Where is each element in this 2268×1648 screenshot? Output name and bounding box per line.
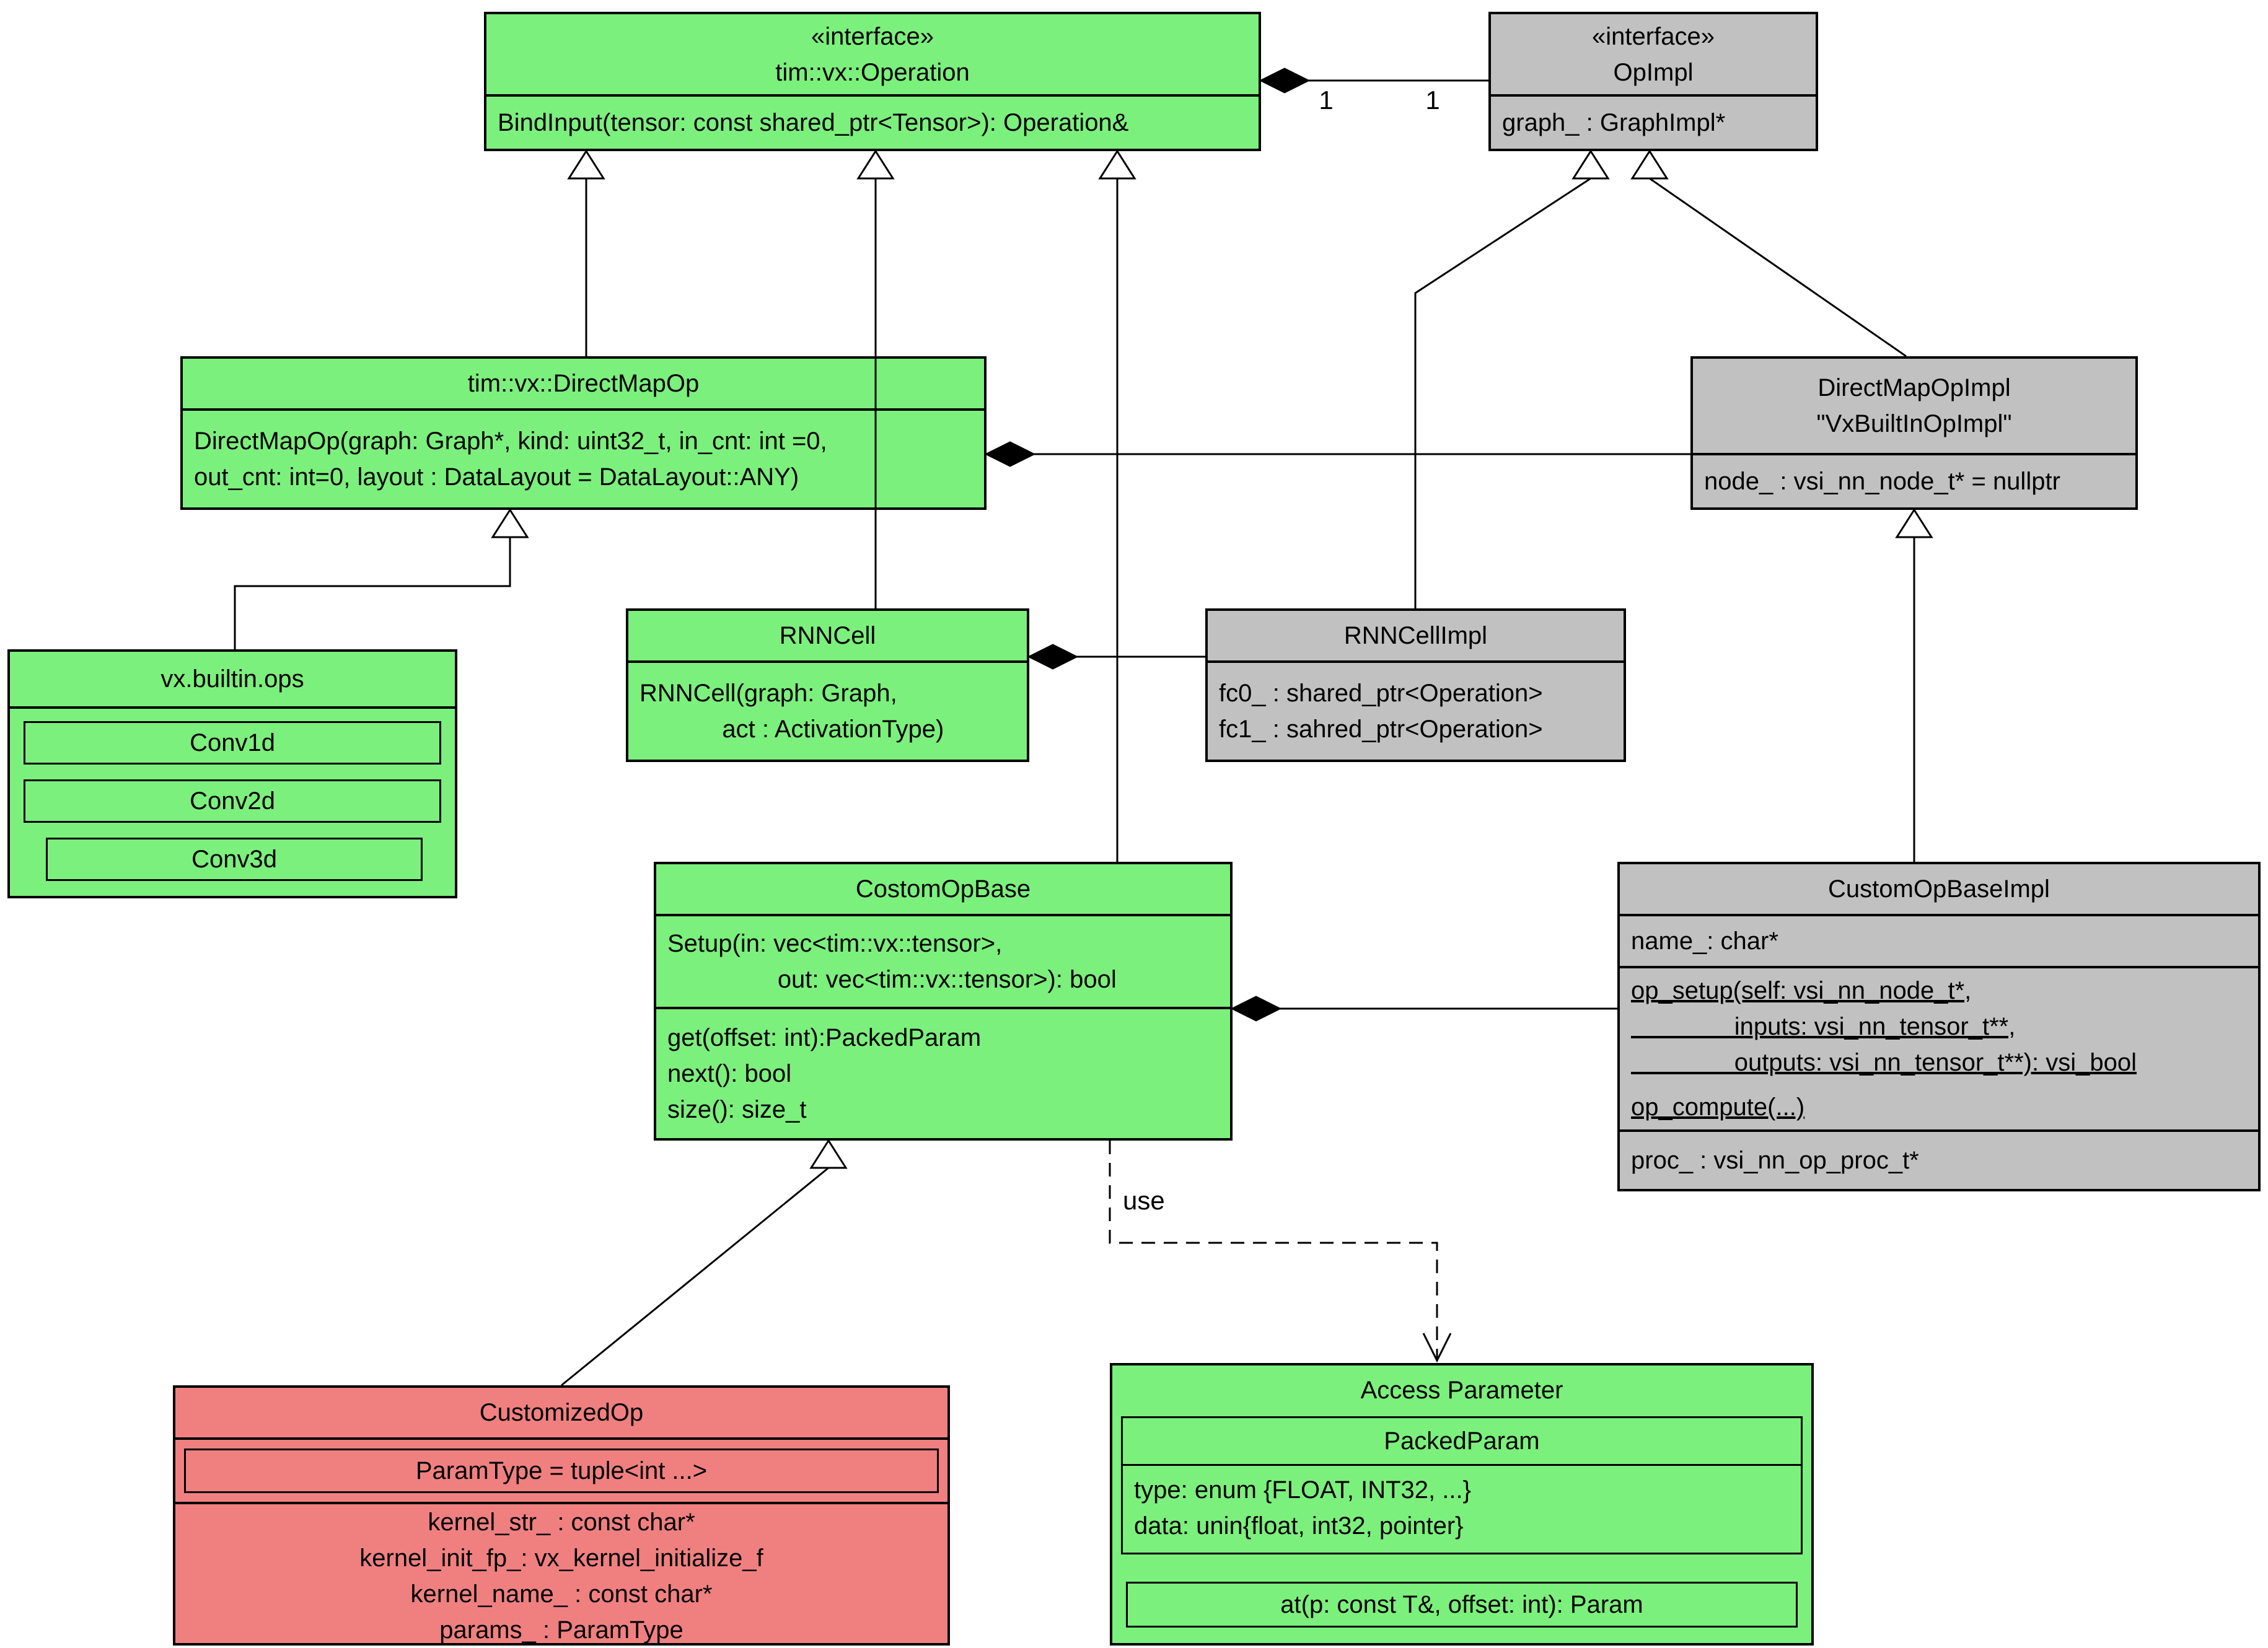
customopbaseimpl-attr-name: name_: char*: [1631, 927, 1778, 955]
use-label: use: [1123, 1186, 1165, 1215]
customizedop-field-params: params_ : ParamType: [439, 1616, 683, 1644]
class-box-customizedop: CustomizedOp ParamType = tuple<int ...> …: [173, 1385, 950, 1646]
multiplicity-label-left: 1: [1319, 85, 1333, 115]
directmapop-name: tim::vx::DirectMapOp: [467, 370, 700, 397]
costomopbase-method-size: size(): size_t: [667, 1096, 807, 1123]
accessparameter-at-box: at(p: const T&, offset: int): Param: [1126, 1582, 1798, 1628]
operation-name: tim::vx::Operation: [775, 58, 970, 86]
rnncell-name: RNNCell: [779, 622, 876, 649]
directmapopimpl-name: DirectMapOpImpl: [1817, 374, 2011, 401]
class-box-costomopbase: CostomOpBase Setup(in: vec<tim::vx::tens…: [654, 862, 1233, 1141]
rnncell-ctor-line1: RNNCell(graph: Graph,: [640, 680, 897, 707]
customopbaseimpl-opsetup-line1: op_setup(self: vsi_nn_node_t*,: [1631, 977, 1972, 1004]
costomopbase-setup-line2: out: vec<tim::vx::tensor>): bool: [667, 966, 1117, 993]
class-box-directmapop: tim::vx::DirectMapOp DirectMapOp(graph: …: [180, 356, 987, 510]
composition-directmapop-directmapopimpl: [984, 441, 1690, 467]
customopbaseimpl-attr-proc: proc_ : vsi_nn_op_proc_t*: [1631, 1147, 1919, 1174]
rnncell-ctor-line2: act : ActivationType): [640, 716, 944, 743]
operation-stereotype: «interface»: [811, 22, 934, 50]
class-box-accessparameter: Access Parameter PackedParam type: enum …: [1110, 1363, 1814, 1646]
class-box-rnncell: RNNCell RNNCell(graph: Graph, act : Acti…: [626, 608, 1029, 762]
generalization-rnncellimpl-opimpl: [1414, 149, 1610, 608]
opimpl-attr-graph: graph_ : GraphImpl*: [1502, 109, 1726, 136]
packedparam-box: PackedParam type: enum {FLOAT, INT32, ..…: [1121, 1416, 1803, 1554]
rnncellimpl-attr-fc1: fc1_ : sahred_ptr<Operation>: [1219, 716, 1543, 743]
generalization-directmapop-operation: [567, 149, 605, 356]
accessparameter-name: Access Parameter: [1360, 1377, 1563, 1404]
generalization-costomopbase-operation: [1098, 149, 1136, 862]
class-box-rnncellimpl: RNNCellImpl fc0_ : shared_ptr<Operation>…: [1205, 608, 1626, 762]
costomopbase-setup-line1: Setup(in: vec<tim::vx::tensor>,: [667, 930, 1003, 957]
customizedop-field-kernelname: kernel_name_ : const char*: [410, 1580, 713, 1608]
builtinops-item-conv3d: Conv3d: [46, 838, 423, 881]
generalization-customopbaseimpl-directmapopimpl: [1895, 508, 1933, 862]
customopbaseimpl-opsetup-line3: outputs: vsi_nn_tensor_t**): vsi_bool: [1631, 1049, 2137, 1076]
packedparam-name: PackedParam: [1384, 1427, 1540, 1455]
accessparameter-at-method: at(p: const T&, offset: int): Param: [1280, 1591, 1643, 1618]
builtinops-item-conv2d: Conv2d: [24, 779, 441, 823]
generalization-directmapopimpl-opimpl: [1630, 149, 1907, 357]
opimpl-name: OpImpl: [1613, 58, 1694, 86]
packedparam-attr-type: type: enum {FLOAT, INT32, ...}: [1134, 1476, 1471, 1504]
dependency-costomopbase-accessparameter: [1109, 1141, 1452, 1363]
conv3d-label: Conv3d: [191, 845, 277, 873]
conv1d-label: Conv1d: [190, 729, 275, 756]
multiplicity-label-right: 1: [1425, 85, 1439, 115]
customizedop-field-kernelstr: kernel_str_ : const char*: [428, 1509, 695, 1536]
generalization-builtinops-directmapop: [234, 508, 529, 649]
customopbaseimpl-opcompute: op_compute(...): [1631, 1094, 1805, 1121]
customizedop-name: CustomizedOp: [479, 1399, 644, 1426]
rnncellimpl-name: RNNCellImpl: [1343, 622, 1488, 649]
class-box-builtinops: vx.builtin.ops Conv1d Conv2d Conv3d: [7, 649, 457, 898]
class-box-opimpl: «interface» OpImpl graph_ : GraphImpl*: [1488, 12, 1818, 151]
customopbaseimpl-name: CustomOpBaseImpl: [1828, 875, 2050, 903]
generalization-customizedop-costomopbase: [561, 1139, 848, 1387]
customizedop-paramtype-box: ParamType = tuple<int ...>: [184, 1449, 939, 1493]
composition-rnncell-rnncellimpl: [1027, 644, 1205, 670]
packedparam-attr-data: data: unin{float, int32, pointer}: [1134, 1512, 1464, 1540]
customizedop-field-kernelinit: kernel_init_fp_: vx_kernel_initialize_f: [359, 1545, 763, 1572]
directmapop-ctor-line2: out_cnt: int=0, layout : DataLayout = Da…: [194, 463, 799, 491]
directmapop-ctor-line1: DirectMapOp(graph: Graph*, kind: uint32_…: [194, 427, 827, 455]
costomopbase-method-get: get(offset: int):PackedParam: [667, 1024, 982, 1051]
costomopbase-method-next: next(): bool: [667, 1060, 792, 1087]
class-box-operation: «interface» tim::vx::Operation BindInput…: [484, 12, 1261, 151]
open-arrow-icon: [1422, 1333, 1452, 1363]
builtinops-item-conv1d: Conv1d: [24, 721, 441, 765]
directmapopimpl-attr-node: node_ : vsi_nn_node_t* = nullptr: [1704, 468, 2060, 495]
operation-method-bindinput: BindInput(tensor: const shared_ptr<Tenso…: [498, 109, 1129, 136]
composition-operation-opimpl: [1259, 68, 1488, 94]
builtinops-name: vx.builtin.ops: [160, 665, 304, 693]
rnncellimpl-attr-fc0: fc0_ : shared_ptr<Operation>: [1219, 680, 1543, 707]
opimpl-stereotype: «interface»: [1592, 22, 1715, 50]
directmapopimpl-alias: "VxBuiltInOpImpl": [1816, 410, 2012, 437]
conv2d-label: Conv2d: [190, 787, 275, 815]
class-box-directmapopimpl: DirectMapOpImpl "VxBuiltInOpImpl" node_ …: [1690, 356, 2138, 510]
class-box-customopbaseimpl: CustomOpBaseImpl name_: char* op_setup(s…: [1617, 862, 2261, 1191]
customizedop-paramtype: ParamType = tuple<int ...>: [415, 1457, 708, 1484]
costomopbase-name: CostomOpBase: [855, 875, 1031, 903]
composition-costomopbase-customopbaseimpl: [1230, 996, 1617, 1022]
customopbaseimpl-opsetup-line2: inputs: vsi_nn_tensor_t**,: [1631, 1013, 2016, 1040]
